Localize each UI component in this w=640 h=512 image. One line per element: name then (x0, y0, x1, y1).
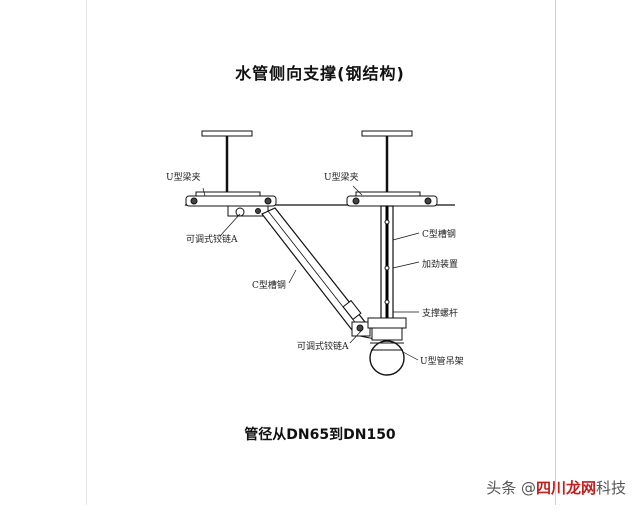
vertical-c-channel (380, 205, 394, 321)
watermark-prefix: 头条 @ (486, 479, 536, 497)
watermark-suffix: 科技 (595, 479, 626, 497)
left-u-clamp (185, 195, 277, 207)
label-hinge-a-top: 可调式铰链A (186, 235, 238, 245)
watermark: 头条 @四川龙网科技 (486, 477, 626, 498)
diagram-caption: 管径从DN65到DN150 (244, 427, 396, 443)
label-reinforcement: 加劲装置 (422, 260, 459, 270)
leader-lines (202, 185, 420, 361)
left-i-beam (195, 130, 261, 199)
diagonal-c-channel (261, 207, 366, 331)
label-brace-rod: 支撑螺杆 (422, 309, 459, 319)
right-i-beam (355, 130, 421, 199)
label-hinge-a-bottom: 可调式铰链A (297, 342, 349, 352)
top-hinge (227, 205, 269, 217)
label-c-channel-vertical: C型槽钢 (422, 230, 456, 240)
u-pipe-hanger (367, 317, 407, 376)
drawing-frame (86, 0, 556, 505)
right-u-clamp (346, 195, 438, 207)
watermark-brand: 四川龙网 (535, 479, 596, 497)
label-u-clamp-right: U型梁夹 (324, 173, 359, 183)
label-u-pipe-hanger: U型管吊架 (420, 357, 464, 367)
diagram-title: 水管侧向支撑(钢结构) (235, 64, 405, 83)
label-u-clamp-left: U型梁夹 (166, 173, 201, 183)
bottom-hinge (351, 321, 381, 341)
label-c-channel-diagonal: C型槽钢 (252, 281, 286, 291)
